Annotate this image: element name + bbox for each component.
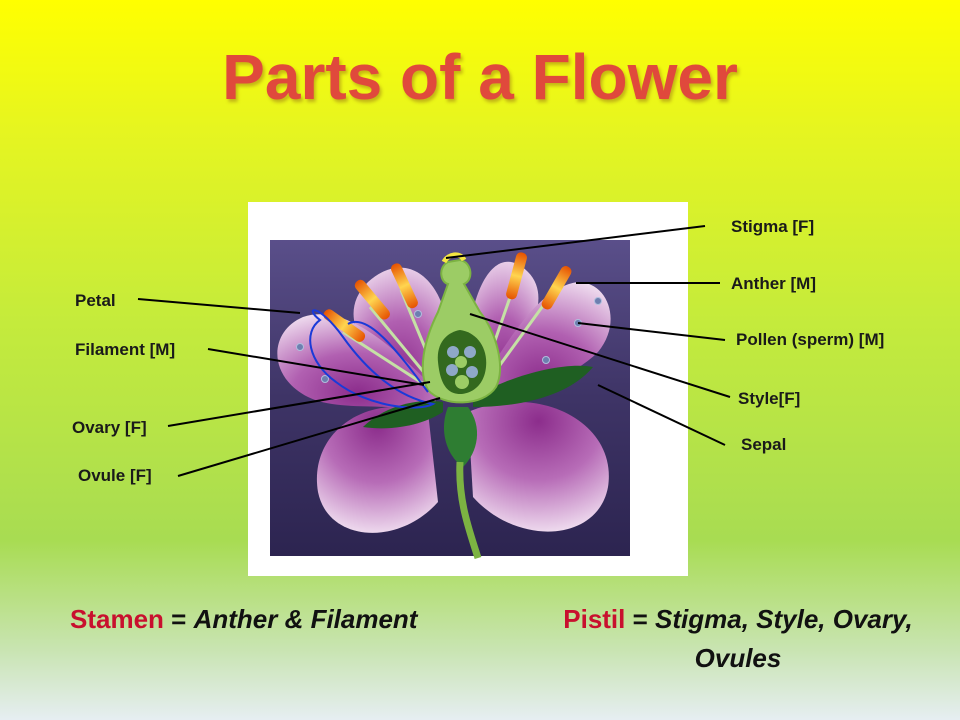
pollen-grain: [414, 310, 422, 318]
diagram-frame: [248, 202, 688, 576]
label-pollen: Pollen (sperm) [M]: [736, 330, 885, 349]
equals-sign: =: [163, 604, 194, 634]
pollen-grain: [594, 297, 602, 305]
petal-lower-left: [316, 406, 438, 533]
leader-ovule: [177, 397, 441, 477]
stigma-tip: [441, 252, 467, 264]
annotation-outline: [309, 309, 436, 409]
leader-petal: [137, 298, 301, 314]
stem: [456, 461, 482, 560]
ovule-dot: [464, 346, 476, 358]
leader-stigma: [445, 225, 706, 259]
flower-illustration: [270, 240, 630, 560]
pistil-definition: Pistil = Stigma, Style, Ovary, Ovules: [552, 604, 924, 674]
ovule-dot: [455, 356, 467, 368]
label-anther: Anther [M]: [731, 274, 816, 293]
leader-sepal: [597, 384, 726, 446]
page-title: Parts of a Flower: [222, 41, 738, 113]
stamen-term: Stamen: [70, 604, 164, 634]
label-ovule: Ovule [F]: [78, 466, 152, 485]
label-petal: Petal: [75, 291, 116, 310]
label-ovary: Ovary [F]: [72, 418, 147, 437]
stamen-definition: Stamen = Anther & Filament: [70, 604, 417, 635]
label-filament: Filament [M]: [75, 340, 176, 359]
pollen-grain: [296, 343, 304, 351]
label-sepal: Sepal: [741, 435, 787, 454]
ovule-dot: [466, 366, 478, 378]
pollen-grain: [542, 356, 550, 364]
pistil-parts-line2: Ovules: [694, 643, 782, 673]
pistil-term: Pistil: [563, 604, 626, 634]
petal-right: [473, 282, 611, 407]
label-stigma: Stigma [F]: [731, 217, 815, 236]
pollen-grain: [321, 375, 329, 383]
leader-pollen: [577, 322, 726, 341]
leader-filament: [207, 348, 425, 386]
stamen-parts: Anther & Filament: [193, 604, 418, 634]
ovule-dot: [455, 375, 469, 389]
petal-lower-right: [468, 401, 609, 532]
ovule-dot: [447, 346, 459, 358]
equals-sign: =: [625, 604, 656, 634]
sepal-right: [473, 365, 593, 407]
sepal-center: [443, 407, 478, 467]
leader-ovary: [167, 381, 431, 427]
leader-style: [469, 313, 731, 398]
label-style: Style[F]: [738, 389, 801, 408]
pistil-parts-line1: Stigma, Style, Ovary,: [655, 604, 913, 634]
ovule-dot: [446, 364, 458, 376]
